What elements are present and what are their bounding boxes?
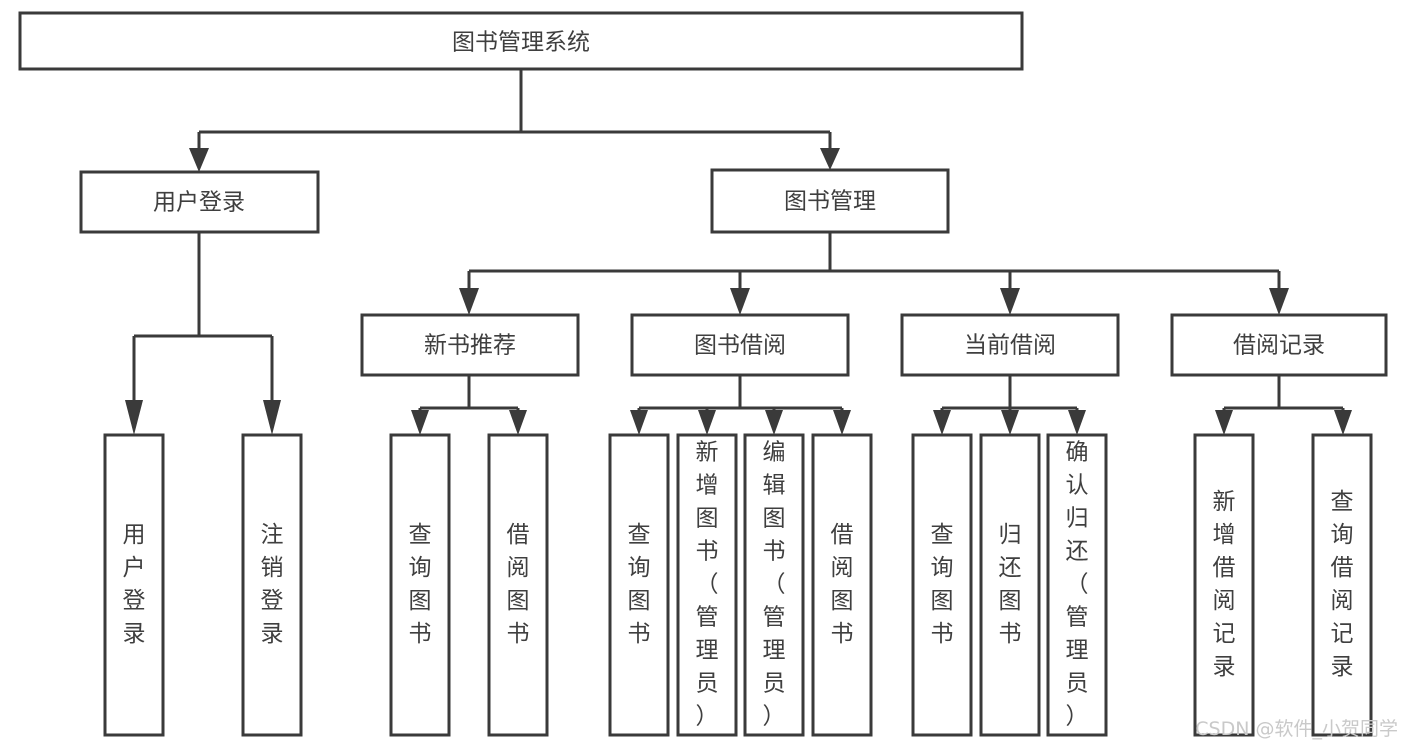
arrowhead-leaf-edit-book: [765, 410, 783, 435]
node-leaf-borrow-book-2-box[interactable]: [811, 433, 873, 737]
node-root[interactable]: 图书管理系统: [18, 11, 1024, 71]
node-current-borrow[interactable]: 当前借阅: [900, 313, 1120, 377]
arrowhead-book-borrow: [730, 288, 750, 315]
arrowhead-leaf-query-book-1: [411, 410, 429, 435]
arrowhead-leaf-query-book-2: [630, 410, 648, 435]
node-leaf-user-login-box[interactable]: [103, 433, 165, 737]
node-leaf-borrow-book-2[interactable]: 借阅图书: [811, 433, 873, 737]
node-user-login-label: 用户登录: [153, 190, 245, 216]
node-current-borrow-box[interactable]: [900, 313, 1120, 377]
node-leaf-add-record[interactable]: 新增借阅记录: [1193, 433, 1255, 737]
node-leaf-query-book-3-label: 查询图书: [931, 522, 954, 647]
connector-group-book-borrow: [630, 375, 851, 435]
node-leaf-query-record-box[interactable]: [1311, 433, 1373, 737]
node-leaf-add-record-label: 新增借阅记录: [1213, 489, 1236, 680]
node-leaf-add-record-box[interactable]: [1193, 433, 1255, 737]
node-leaf-edit-book-box[interactable]: [743, 433, 805, 737]
arrowhead-leaf-query-record: [1334, 410, 1352, 435]
node-leaf-user-logout-box[interactable]: [241, 433, 303, 737]
arrowhead-current-borrow: [1000, 288, 1020, 315]
connector-group-root: [189, 69, 840, 172]
node-leaf-query-book-2-label: 查询图书: [628, 522, 651, 647]
node-leaf-confirm-return-label: 确认归还（管理员）: [1066, 440, 1089, 730]
node-leaf-query-book-2-box[interactable]: [608, 433, 670, 737]
node-leaf-edit-book-label: 编辑图书（管理员）: [763, 440, 786, 730]
node-leaf-return-book-label: 归还图书: [999, 522, 1022, 647]
node-leaf-add-book[interactable]: 新增图书（管理员）: [676, 433, 738, 737]
node-leaf-confirm-return-box[interactable]: [1046, 433, 1108, 737]
arrowhead-leaf-user-logout: [263, 400, 281, 435]
node-book-borrow-box[interactable]: [630, 313, 850, 377]
node-leaf-query-record-label: 查询借阅记录: [1331, 489, 1354, 680]
arrowhead-borrow-record: [1269, 288, 1289, 315]
node-leaf-add-book-label: 新增图书（管理员）: [696, 440, 719, 730]
arrowhead-leaf-query-book-3: [933, 410, 951, 435]
node-leaf-query-record[interactable]: 查询借阅记录: [1311, 433, 1373, 737]
node-borrow-record-label: 借阅记录: [1233, 333, 1325, 359]
connector-group-user-login: [125, 232, 281, 435]
connector-group-new-book-recommend: [411, 375, 527, 435]
node-borrow-record[interactable]: 借阅记录: [1170, 313, 1388, 377]
node-user-login-box[interactable]: [79, 170, 320, 234]
node-leaf-user-login-label: 用户登录: [123, 522, 146, 647]
node-current-borrow-label: 当前借阅: [964, 333, 1056, 359]
node-leaf-borrow-book-2-label: 借阅图书: [831, 522, 854, 647]
node-root-label: 图书管理系统: [452, 30, 590, 56]
node-new-book-recommend[interactable]: 新书推荐: [360, 313, 580, 377]
node-leaf-query-book-1[interactable]: 查询图书: [389, 433, 451, 737]
node-book-borrow[interactable]: 图书借阅: [630, 313, 850, 377]
connector-group-borrow-record: [1215, 375, 1352, 435]
arrowhead-leaf-user-login: [125, 400, 143, 435]
node-book-manage-box[interactable]: [710, 168, 950, 234]
node-root-box[interactable]: [18, 11, 1024, 71]
node-book-manage-label: 图书管理: [784, 189, 876, 215]
node-book-borrow-label: 图书借阅: [694, 333, 786, 359]
connector-group-current-borrow: [933, 375, 1086, 435]
node-leaf-query-book-2[interactable]: 查询图书: [608, 433, 670, 737]
node-leaf-query-book-1-box[interactable]: [389, 433, 451, 737]
node-leaf-borrow-book-1-box[interactable]: [487, 433, 549, 737]
arrowhead-user-login: [189, 148, 209, 172]
node-leaf-borrow-book-1-label: 借阅图书: [507, 522, 530, 647]
node-new-book-recommend-box[interactable]: [360, 313, 580, 377]
node-leaf-query-book-3[interactable]: 查询图书: [911, 433, 973, 737]
node-leaf-query-book-1-label: 查询图书: [409, 522, 432, 647]
node-leaf-confirm-return[interactable]: 确认归还（管理员）: [1046, 433, 1108, 737]
node-user-login[interactable]: 用户登录: [79, 170, 320, 234]
node-new-book-recommend-label: 新书推荐: [424, 333, 516, 359]
node-leaf-edit-book[interactable]: 编辑图书（管理员）: [743, 433, 805, 737]
arrowhead-leaf-add-book: [698, 410, 716, 435]
watermark-label: CSDN @软件_小贺同学: [1195, 718, 1398, 740]
node-leaf-user-login[interactable]: 用户登录: [103, 433, 165, 737]
node-leaf-return-book-box[interactable]: [979, 433, 1041, 737]
node-leaf-query-book-3-box[interactable]: [911, 433, 973, 737]
arrowhead-new-book-recommend: [459, 288, 479, 315]
arrowhead-leaf-return-book: [1001, 410, 1019, 435]
node-leaf-user-logout-label: 注销登录: [261, 522, 284, 647]
arrowhead-leaf-borrow-book-1: [509, 410, 527, 435]
connector-group-book-manage: [459, 232, 1289, 315]
node-borrow-record-box[interactable]: [1170, 313, 1388, 377]
node-leaf-user-logout[interactable]: 注销登录: [241, 433, 303, 737]
arrowhead-leaf-confirm-return: [1068, 410, 1086, 435]
arrowhead-leaf-add-record: [1215, 410, 1233, 435]
arrowhead-book-manage: [820, 148, 840, 170]
node-book-manage[interactable]: 图书管理: [710, 168, 950, 234]
node-leaf-borrow-book-1[interactable]: 借阅图书: [487, 433, 549, 737]
node-leaf-return-book[interactable]: 归还图书: [979, 433, 1041, 737]
node-leaf-add-book-box[interactable]: [676, 433, 738, 737]
arrowhead-leaf-borrow-book-2: [833, 410, 851, 435]
